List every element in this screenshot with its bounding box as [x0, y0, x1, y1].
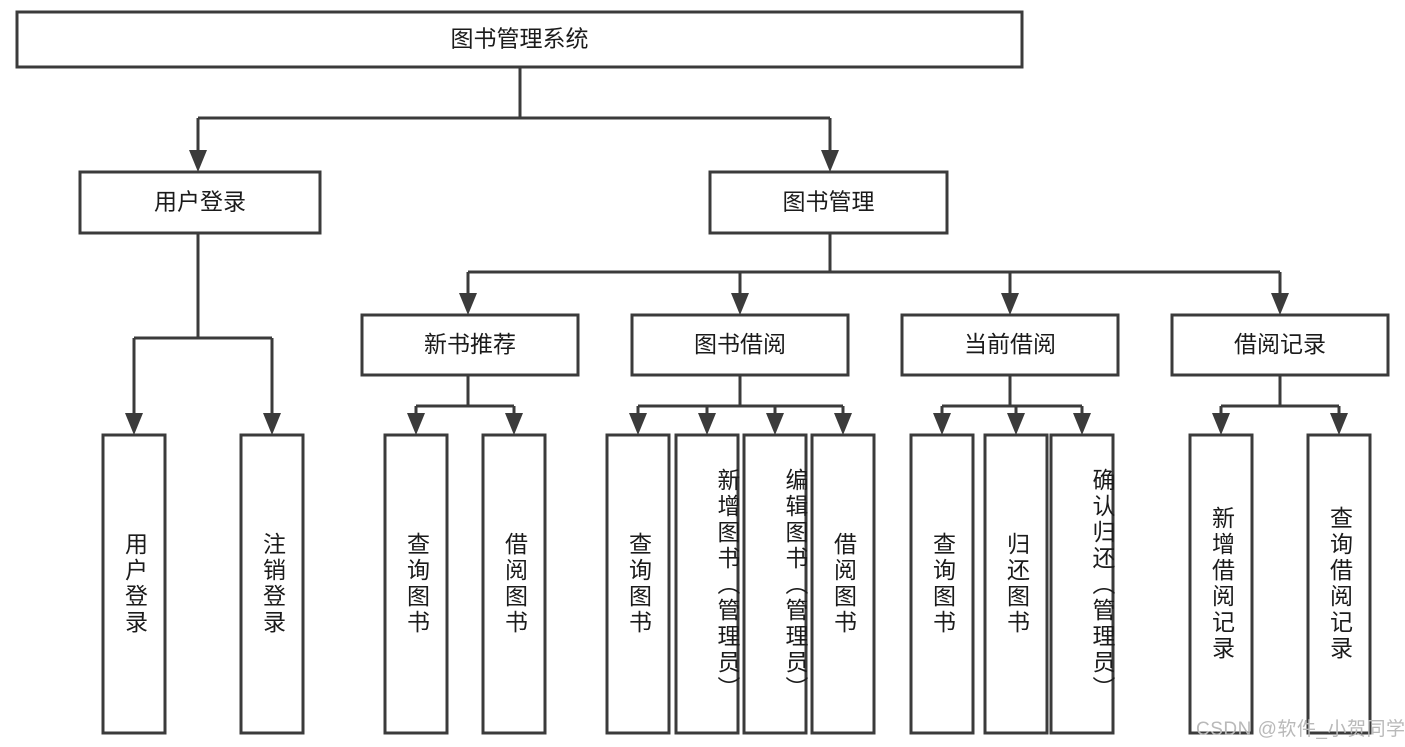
connector-arrowhead: [407, 413, 425, 435]
connector-arrowhead: [1212, 413, 1230, 435]
node-box-leaf-0[interactable]: [101, 433, 167, 735]
node-box-level2-3[interactable]: [1170, 313, 1390, 377]
node-label-root: 图书管理系统: [451, 26, 589, 52]
connector-arrowhead: [263, 413, 281, 435]
connector-arrowhead: [698, 413, 716, 435]
node-box-level2-0[interactable]: [360, 313, 580, 377]
connector-arrowhead: [629, 413, 647, 435]
connector-arrowhead: [459, 293, 477, 315]
node-box-leaf-3[interactable]: [481, 433, 547, 735]
connector-arrowhead: [189, 150, 207, 172]
node-box-leaf-1[interactable]: [239, 433, 305, 735]
node-box-leaf-2[interactable]: [383, 433, 449, 735]
node-box-level2-2[interactable]: [900, 313, 1120, 377]
connector-arrowhead: [1001, 293, 1019, 315]
connector-arrowhead: [1073, 413, 1091, 435]
node-label-level2-3: 借阅记录: [1234, 331, 1326, 357]
connector-arrowhead: [766, 413, 784, 435]
node-box-leaf-9[interactable]: [983, 433, 1049, 735]
node-label-level2-0: 新书推荐: [424, 331, 516, 357]
node-label-level2-2: 当前借阅: [964, 331, 1056, 357]
boxes-layer: [15, 10, 1390, 735]
node-box-leaf-12[interactable]: [1306, 433, 1372, 735]
node-box-level1-1[interactable]: [708, 170, 949, 235]
connector-arrowhead: [125, 413, 143, 435]
node-box-level2-1[interactable]: [630, 313, 850, 377]
node-box-level1-0[interactable]: [78, 170, 322, 235]
node-label-level1-1: 图书管理: [783, 189, 875, 215]
connector-arrowhead: [834, 413, 852, 435]
node-label-level1-0: 用户登录: [154, 189, 246, 215]
csdn-watermark: CSDN @软件_小贺同学: [1196, 719, 1405, 740]
node-box-leaf-6[interactable]: [742, 433, 808, 735]
connectors-layer: [125, 67, 1348, 435]
connector-arrowhead: [1007, 413, 1025, 435]
node-box-leaf-7[interactable]: [810, 433, 876, 735]
connector-arrowhead: [731, 293, 749, 315]
node-box-leaf-11[interactable]: [1188, 433, 1254, 735]
connector-arrowhead: [1271, 293, 1289, 315]
node-box-leaf-8[interactable]: [909, 433, 975, 735]
connector-arrowhead: [1330, 413, 1348, 435]
node-box-leaf-5[interactable]: [674, 433, 740, 735]
node-label-level2-1: 图书借阅: [694, 331, 786, 357]
node-box-root[interactable]: [15, 10, 1024, 69]
connector-arrowhead: [933, 413, 951, 435]
node-box-leaf-4[interactable]: [605, 433, 671, 735]
connector-arrowhead: [821, 150, 839, 172]
connector-arrowhead: [505, 413, 523, 435]
node-box-leaf-10[interactable]: [1049, 433, 1115, 735]
